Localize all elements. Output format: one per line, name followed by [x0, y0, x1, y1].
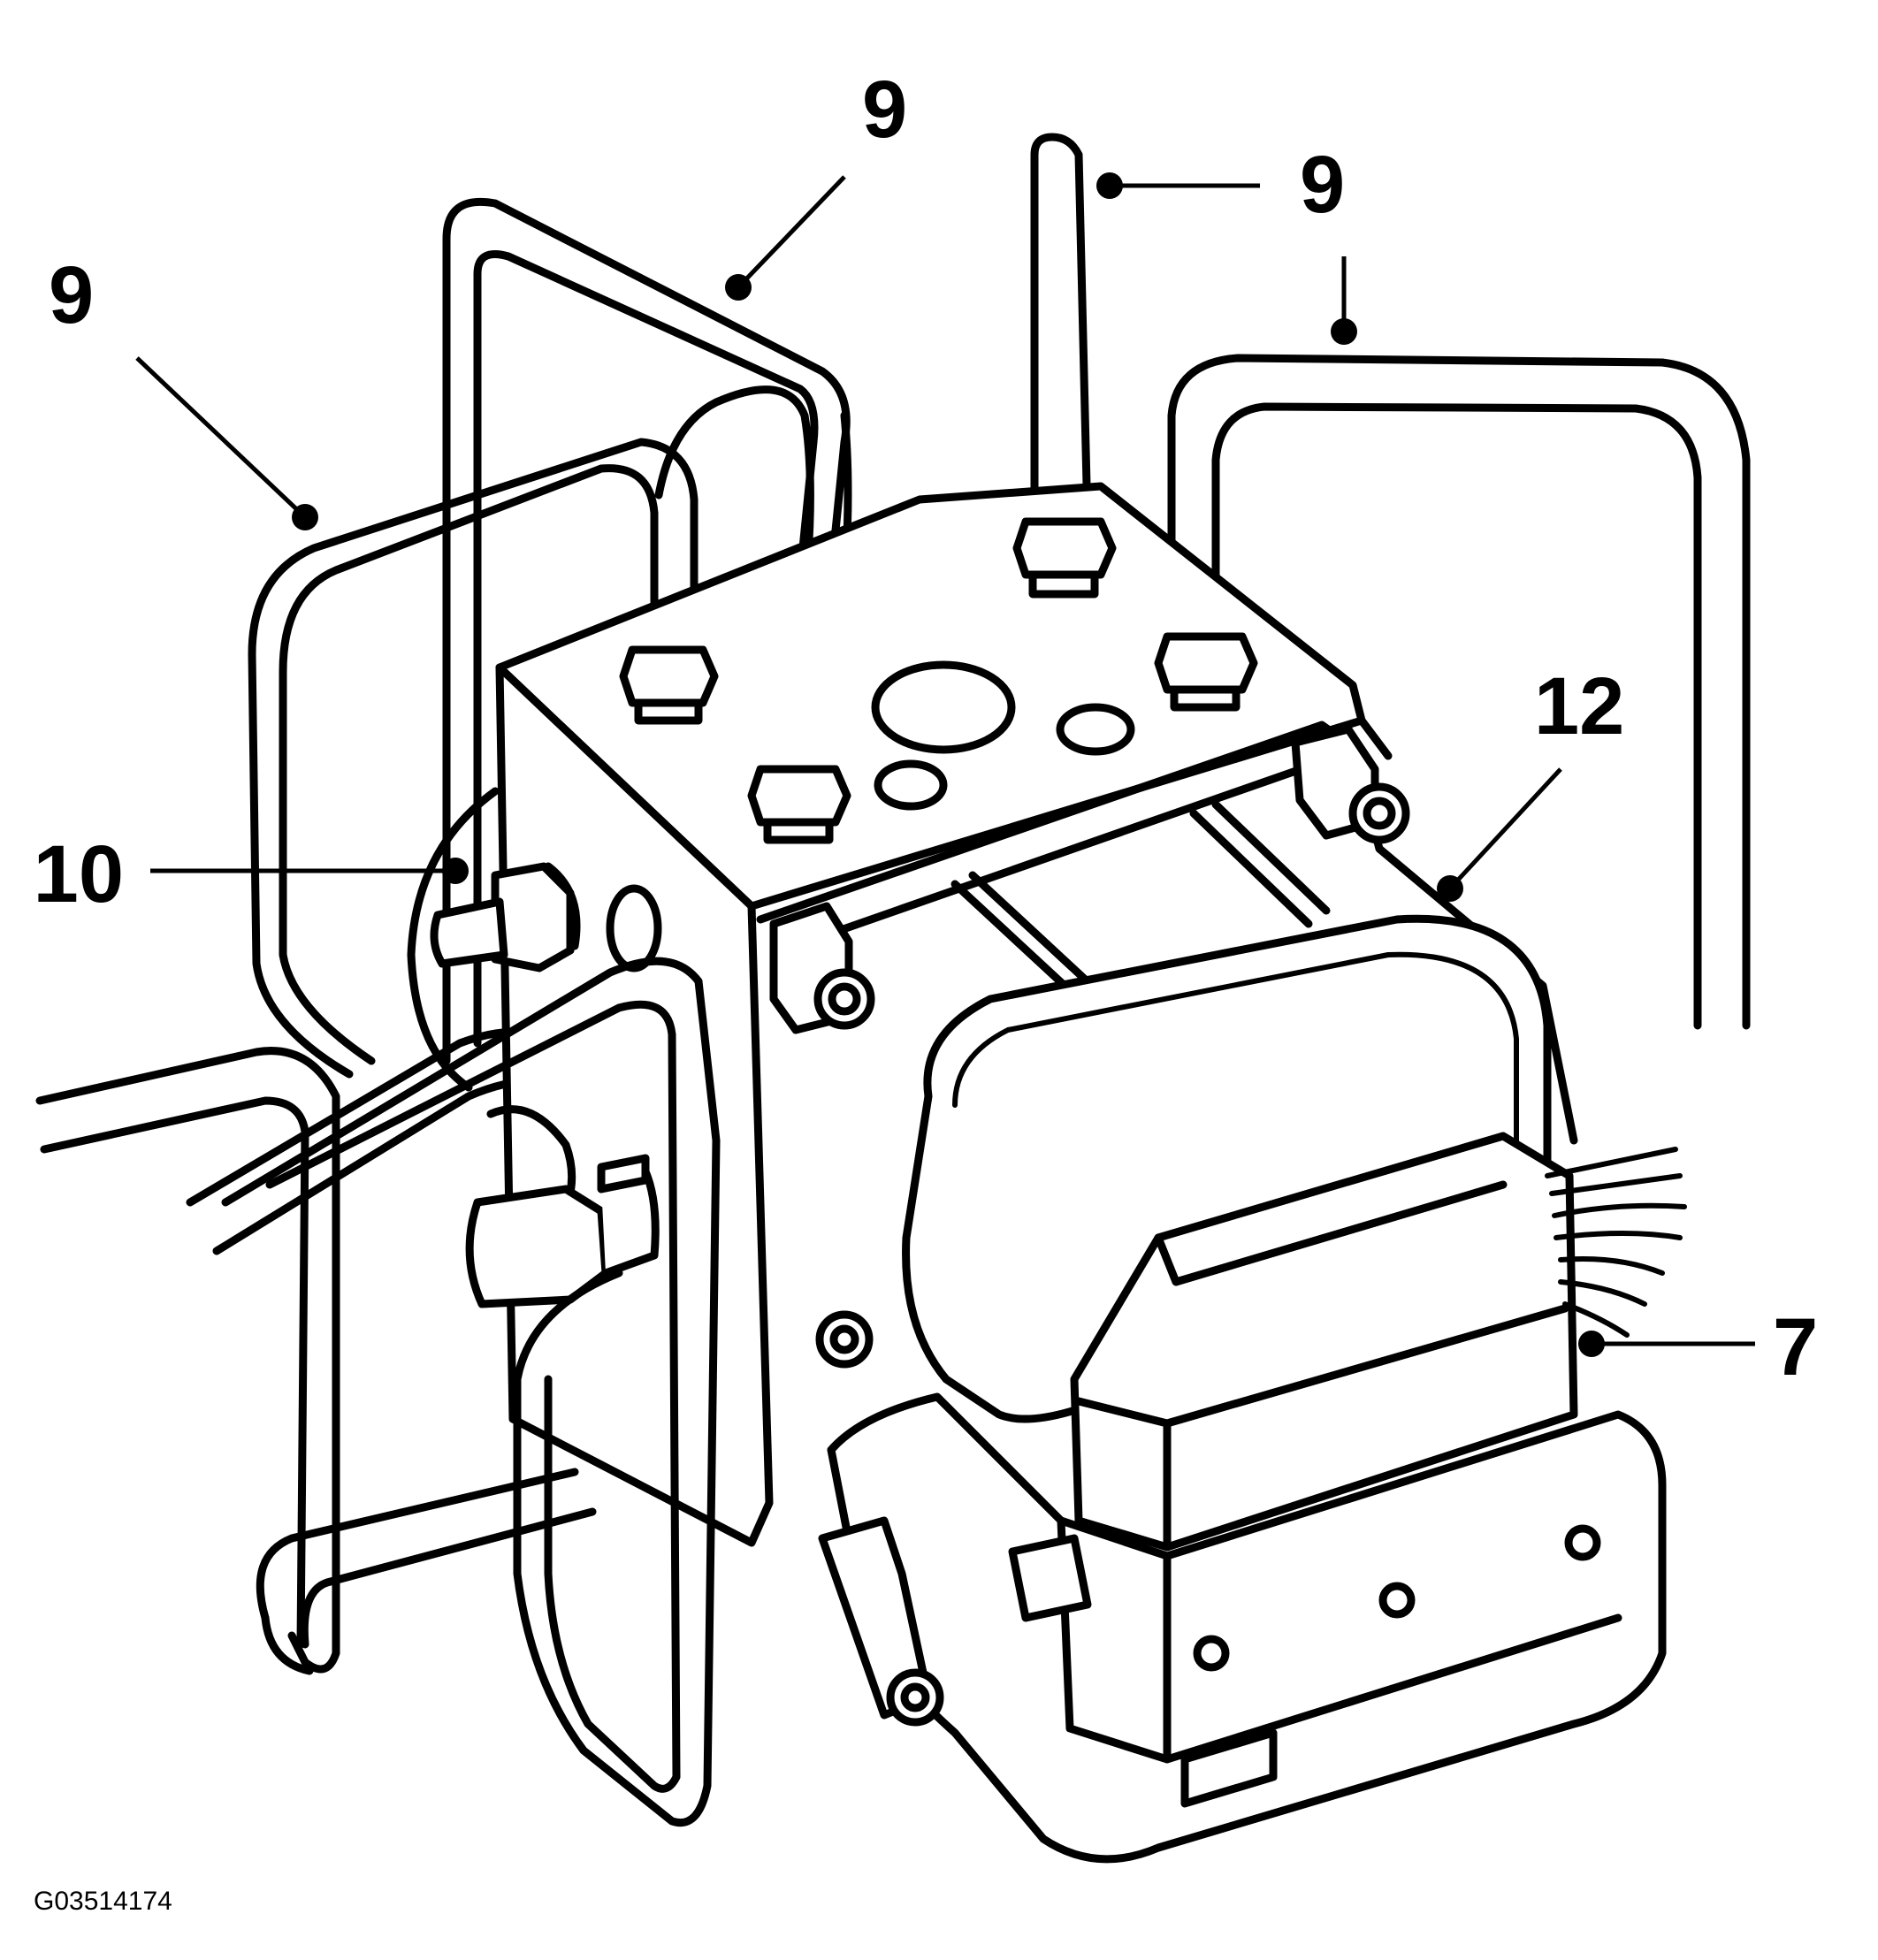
brake-pipe-lower-left	[35, 1027, 597, 1675]
brake-pipe-right-vertical	[1167, 354, 1751, 1030]
callout-leader-9-left	[135, 356, 318, 530]
fitting-top	[1012, 517, 1117, 599]
callout-label-10: 10	[34, 829, 124, 919]
callout-label-9-top-center: 9	[1300, 140, 1345, 230]
callout-label-12: 12	[1534, 661, 1624, 751]
mount-bolt-upper	[430, 862, 575, 972]
callout-label-7: 7	[1773, 1302, 1818, 1392]
fitting-left	[619, 645, 719, 725]
callout-leader-7	[1578, 1331, 1755, 1357]
callout-label-9-left: 9	[49, 250, 94, 340]
callout-leader-9-top-right	[1331, 256, 1357, 345]
wiring-harness	[1545, 1147, 1687, 1338]
callout-leader-12	[1437, 767, 1562, 902]
mount-bolt-lower	[465, 1154, 660, 1308]
fitting-right	[1154, 632, 1258, 712]
fitting-center	[747, 765, 851, 844]
brake-pipe-top-vertical	[1030, 133, 1092, 526]
figure-id: G03514174	[34, 1887, 172, 1916]
callout-leader-9-top-center	[1096, 172, 1260, 199]
ecu-module	[756, 721, 1667, 1864]
callout-leader-10	[150, 858, 469, 884]
brake-pipe-front-loop	[221, 957, 721, 1827]
callout-leader-9-top-left	[725, 175, 846, 301]
callout-label-9-top-left: 9	[862, 65, 907, 155]
brake-pipe-left-loop	[248, 438, 699, 1079]
